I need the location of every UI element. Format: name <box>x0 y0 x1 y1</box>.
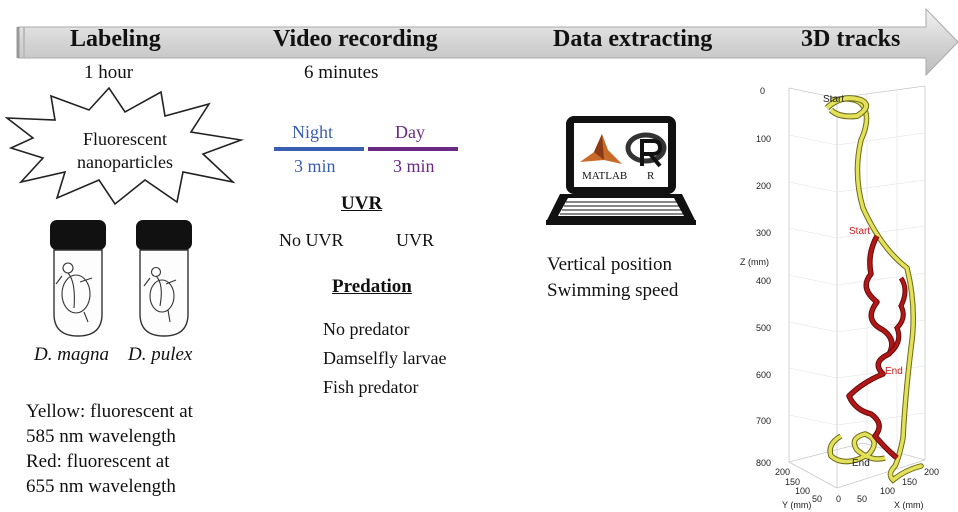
z-tick: 300 <box>756 228 772 238</box>
z-tick: 800 <box>756 458 772 468</box>
daphnia-drawing-1 <box>55 262 93 323</box>
y-tick: 100 <box>795 486 811 496</box>
stage-video-recording: Video recording <box>273 26 438 52</box>
stage-3d-tracks: 3D tracks <box>801 26 901 52</box>
z-axis-label: Z (mm) <box>740 257 769 267</box>
x-tick: 200 <box>924 467 940 477</box>
daphnia-drawing-2 <box>143 266 177 323</box>
burst-label-line2: nanoparticles <box>77 152 173 172</box>
night-label: Night <box>292 122 334 142</box>
uvr-on-label: UVR <box>396 230 435 250</box>
z-tick: 500 <box>756 323 772 333</box>
legend-line-4: 655 nm wavelength <box>26 476 176 497</box>
y-tick: 0 <box>836 494 842 504</box>
tube-d-magna <box>50 220 106 337</box>
x-tick: 100 <box>880 486 896 496</box>
process-arrow <box>16 7 958 77</box>
predation-item: Damselfly larvae <box>323 348 447 368</box>
labeling-duration: 1 hour <box>84 62 134 83</box>
y-tick: 200 <box>775 467 791 477</box>
video-duration: 6 minutes <box>304 62 379 83</box>
x-axis-label: X (mm) <box>894 500 924 510</box>
laptop-icon <box>546 116 696 225</box>
legend-line-2: 585 nm wavelength <box>26 426 176 447</box>
matlab-logo-icon <box>580 134 622 164</box>
predation-item: Fish predator <box>323 377 419 397</box>
screen-r-label: R <box>647 170 655 182</box>
predation-list: No predator Damselfly larvae Fish predat… <box>323 315 446 402</box>
uvr-off-label: No UVR <box>279 230 344 250</box>
stage-data-extracting: Data extracting <box>553 26 713 52</box>
tube-d-pulex <box>136 220 192 337</box>
day-duration: 3 min <box>393 156 435 176</box>
y-axis-label: Y (mm) <box>782 500 812 510</box>
night-duration: 3 min <box>294 156 336 176</box>
x-tick: 150 <box>902 477 918 487</box>
burst-label-line1: Fluorescent <box>83 129 167 149</box>
3d-tracks-plot <box>788 85 926 489</box>
z-tick: 400 <box>756 276 772 286</box>
legend-line-3: Red: fluorescent at <box>26 451 170 472</box>
predation-item: No predator <box>323 319 410 339</box>
day-bar <box>368 147 458 151</box>
y-tick: 150 <box>785 477 801 487</box>
z-tick: 200 <box>756 181 772 191</box>
red-track <box>846 234 908 461</box>
x-tick: 50 <box>857 494 868 504</box>
screen-matlab-label: MATLAB <box>582 170 628 182</box>
z-tick: 700 <box>756 416 772 426</box>
red-start-label: Start <box>849 226 871 237</box>
yellow-end-label: End <box>852 458 870 469</box>
r-logo-icon <box>625 132 667 168</box>
legend-line-1: Yellow: fluorescent at <box>26 401 193 422</box>
yellow-start-label: Start <box>823 94 845 105</box>
species-d-pulex: D. pulex <box>128 344 193 365</box>
output-vertical-position: Vertical position <box>547 254 673 275</box>
predation-header: Predation <box>332 276 412 297</box>
z-tick: 0 <box>760 86 766 96</box>
z-tick: 600 <box>756 370 772 380</box>
fluorescence-legend: Yellow: fluorescent at 585 nm wavelength… <box>26 399 193 499</box>
burst-shape <box>5 86 245 206</box>
yellow-track <box>824 95 924 484</box>
burst-label: Fluorescent nanoparticles <box>55 128 195 174</box>
red-end-label: End <box>885 366 903 377</box>
uvr-header: UVR <box>341 193 383 214</box>
species-d-magna: D. magna <box>34 344 109 365</box>
night-bar <box>274 147 364 151</box>
extract-outputs: Vertical position Swimming speed <box>547 252 678 304</box>
stage-labeling: Labeling <box>70 26 161 52</box>
output-swimming-speed: Swimming speed <box>547 280 679 301</box>
day-label: Day <box>395 122 425 142</box>
z-tick: 100 <box>756 134 772 144</box>
y-tick: 50 <box>812 494 823 504</box>
